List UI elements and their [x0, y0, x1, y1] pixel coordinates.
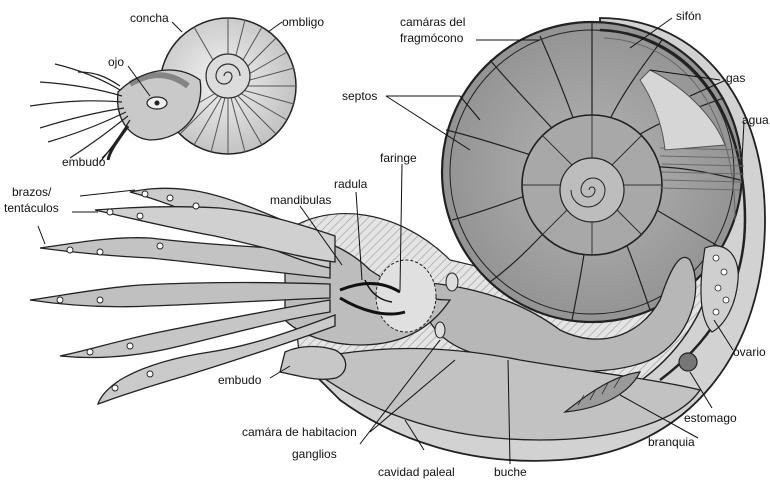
label-septos: septos: [342, 89, 377, 103]
label-estomago: estomago: [684, 411, 737, 425]
label-ovario: ovario: [733, 345, 766, 359]
label-gas: gas: [726, 71, 745, 85]
label-brazos: brazos/: [12, 185, 52, 199]
label-buche: buche: [494, 465, 527, 479]
label-cavidad-paleal: cavidad paleal: [378, 465, 455, 479]
label-embudo-large: embudo: [218, 373, 262, 387]
small-nautilus: [30, 18, 296, 162]
label-agua: agua: [742, 113, 769, 127]
label-faringe: faringe: [380, 151, 417, 165]
label-branquia: branquia: [648, 435, 695, 449]
label-sifon: sifón: [676, 9, 701, 23]
label-ombligo: ombligo: [282, 15, 324, 29]
label-tentaculos: tentáculos: [4, 201, 59, 215]
large-funnel: [280, 346, 346, 379]
stomach: [679, 353, 697, 371]
label-ojo: ojo: [108, 55, 124, 69]
label-concha: concha: [130, 11, 169, 25]
label-mandibulas: mandibulas: [270, 193, 331, 207]
label-camara-habitacion: camára de habitacion: [242, 425, 357, 439]
label-fragmocono: fragmócono: [400, 31, 464, 45]
label-embudo-small: embudo: [62, 155, 106, 169]
label-camaras: camáras del: [400, 15, 465, 29]
small-body: [30, 64, 201, 162]
label-ganglios: ganglios: [292, 447, 337, 461]
label-radula: radula: [334, 177, 368, 191]
